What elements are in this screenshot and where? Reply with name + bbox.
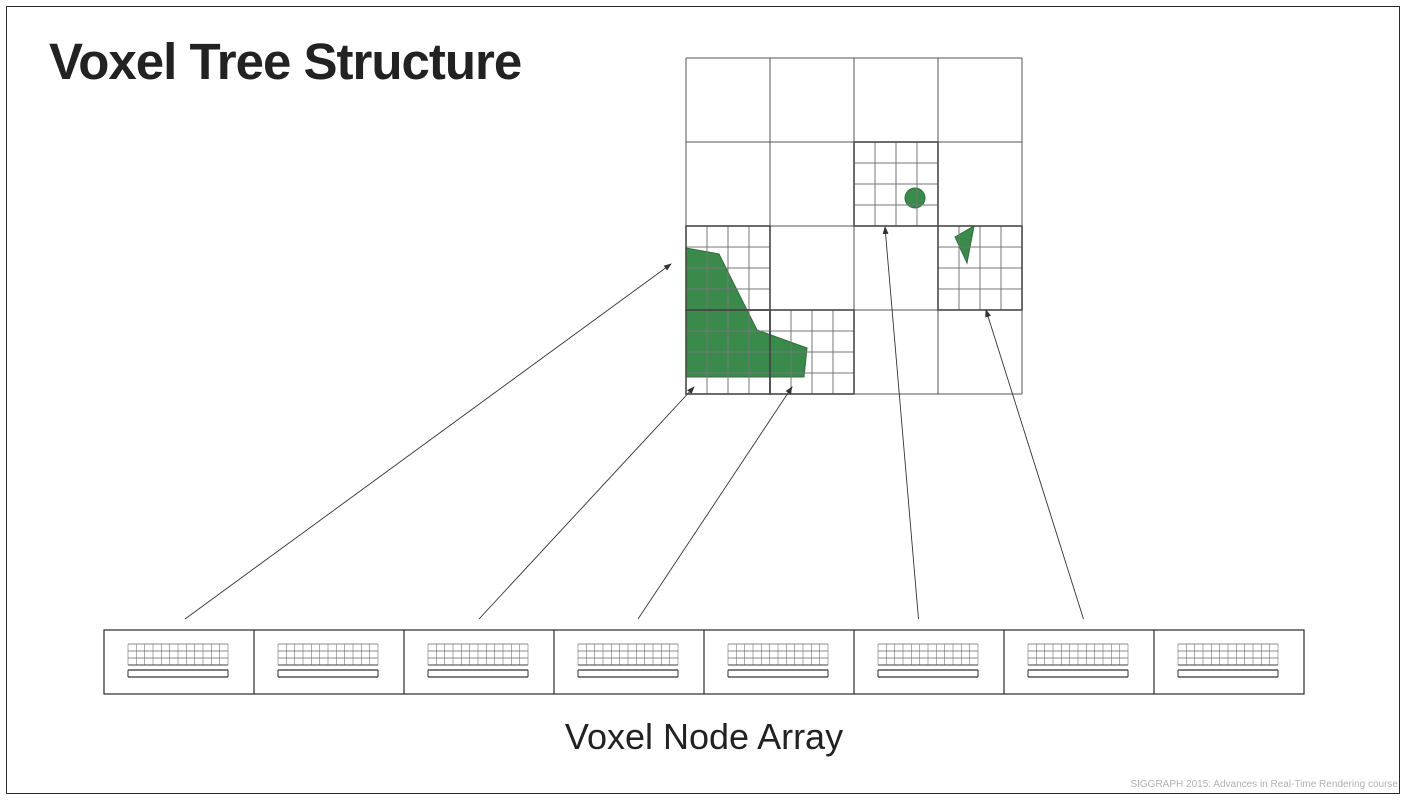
green-triangle [954, 225, 975, 265]
voxel-node [253, 630, 379, 694]
node-grid-icon [427, 643, 529, 678]
voxel-node [703, 630, 829, 694]
footer-credit: SIGGRAPH 2015: Advances in Real-Time Ren… [1130, 779, 1398, 790]
voxel-node [127, 643, 229, 678]
node-grid-icon [127, 643, 229, 678]
node-array-label: Voxel Node Array [564, 716, 844, 757]
refined-cell [937, 225, 1023, 311]
pointer-arrow [478, 386, 695, 620]
voxel-node [1153, 630, 1279, 694]
voxel-grid [685, 57, 1023, 395]
voxel-node [553, 630, 679, 694]
node-grid-icon [727, 643, 829, 678]
voxel-node [403, 630, 529, 694]
voxel-node [1003, 630, 1129, 694]
voxel-geometry [685, 187, 975, 378]
node-grid-icon [1177, 643, 1279, 678]
slide-frame [6, 6, 1400, 794]
pointer-arrow [637, 386, 793, 620]
voxel-node [853, 630, 979, 694]
node-grid-icon [1027, 643, 1129, 678]
green-polygon [685, 247, 808, 378]
green-circle [904, 187, 926, 209]
refined-cell [769, 309, 855, 395]
pointer-arrow [184, 263, 672, 620]
slide-title: Voxel Tree Structure [49, 33, 522, 90]
pointer-arrows [184, 226, 1084, 620]
node-grid-icon [277, 643, 379, 678]
node-grid-icon [577, 643, 679, 678]
voxel-node-array [103, 629, 1305, 695]
pointer-arrow [882, 226, 919, 620]
refined-cell [853, 141, 939, 227]
pointer-arrow [985, 309, 1084, 620]
node-grid-icon [877, 643, 979, 678]
